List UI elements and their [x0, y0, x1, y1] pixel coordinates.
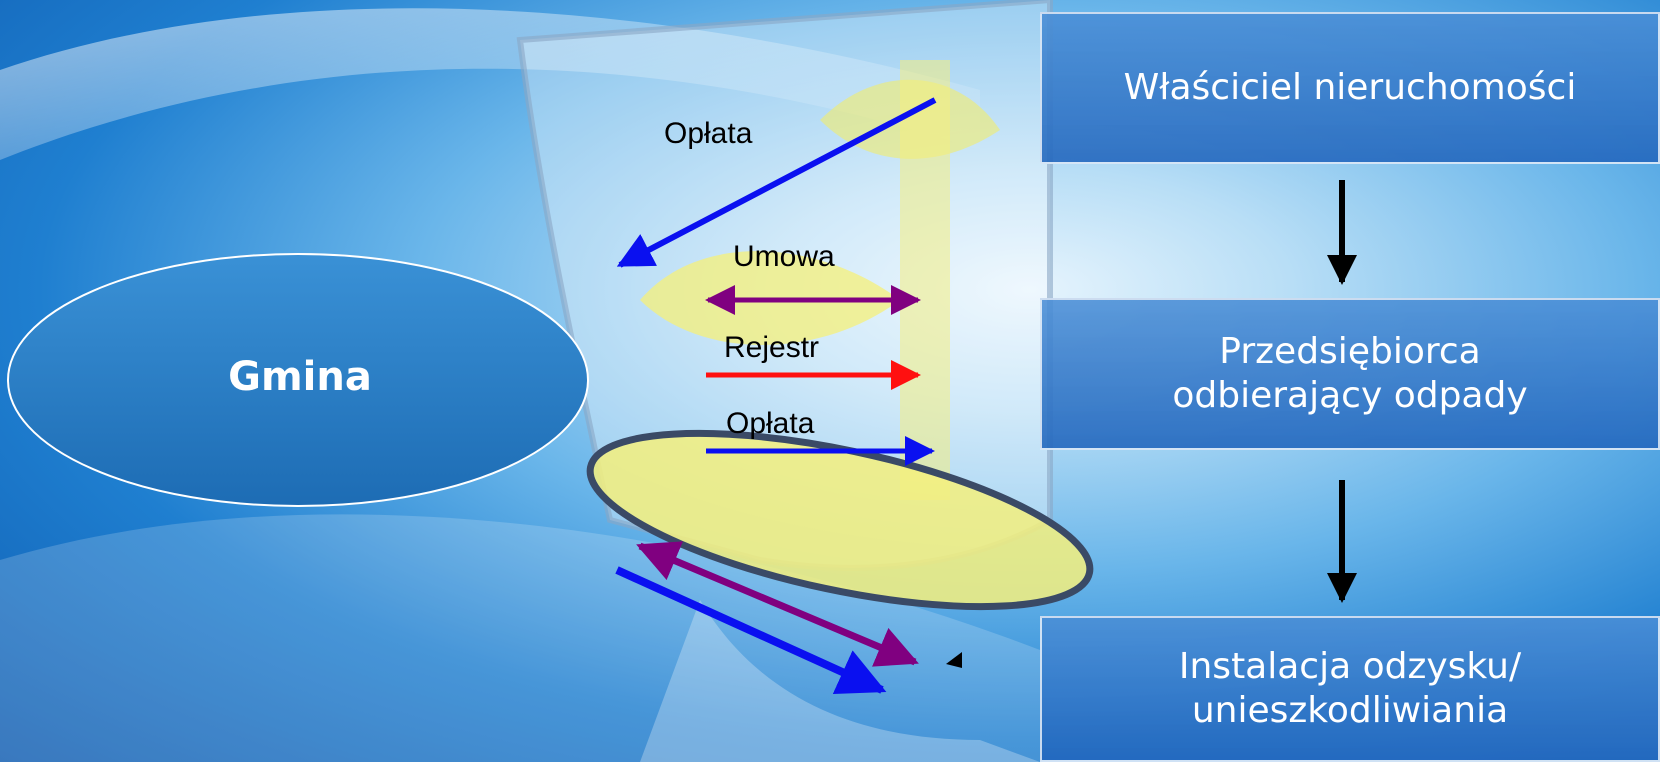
- installation-label: Instalacja odzysku/ unieszkodliwiania: [1179, 645, 1521, 733]
- waste-collector-node: Przedsiębiorca odbierający odpady: [1040, 298, 1660, 450]
- contract-label: Umowa: [733, 240, 835, 274]
- waste-collector-label-line2: odbierający odpady: [1172, 374, 1527, 418]
- register-label: Rejestr: [724, 331, 819, 365]
- installation-label-line2: unieszkodliwiania: [1179, 689, 1521, 733]
- municipality-node-label: Gmina: [200, 352, 400, 402]
- waste-collector-label: Przedsiębiorca odbierający odpady: [1172, 330, 1527, 418]
- installation-label-line1: Instalacja odzysku/: [1179, 645, 1521, 689]
- installation-node: Instalacja odzysku/ unieszkodliwiania: [1040, 616, 1660, 762]
- waste-collector-label-line1: Przedsiębiorca: [1172, 330, 1527, 374]
- property-owner-label: Właściciel nieruchomości: [1124, 66, 1577, 110]
- owner-fee-label: Opłata: [664, 117, 752, 151]
- property-owner-node: Właściciel nieruchomości: [1040, 12, 1660, 164]
- stray-arrowhead: [946, 652, 962, 668]
- collector-fee-label: Opłata: [726, 407, 814, 441]
